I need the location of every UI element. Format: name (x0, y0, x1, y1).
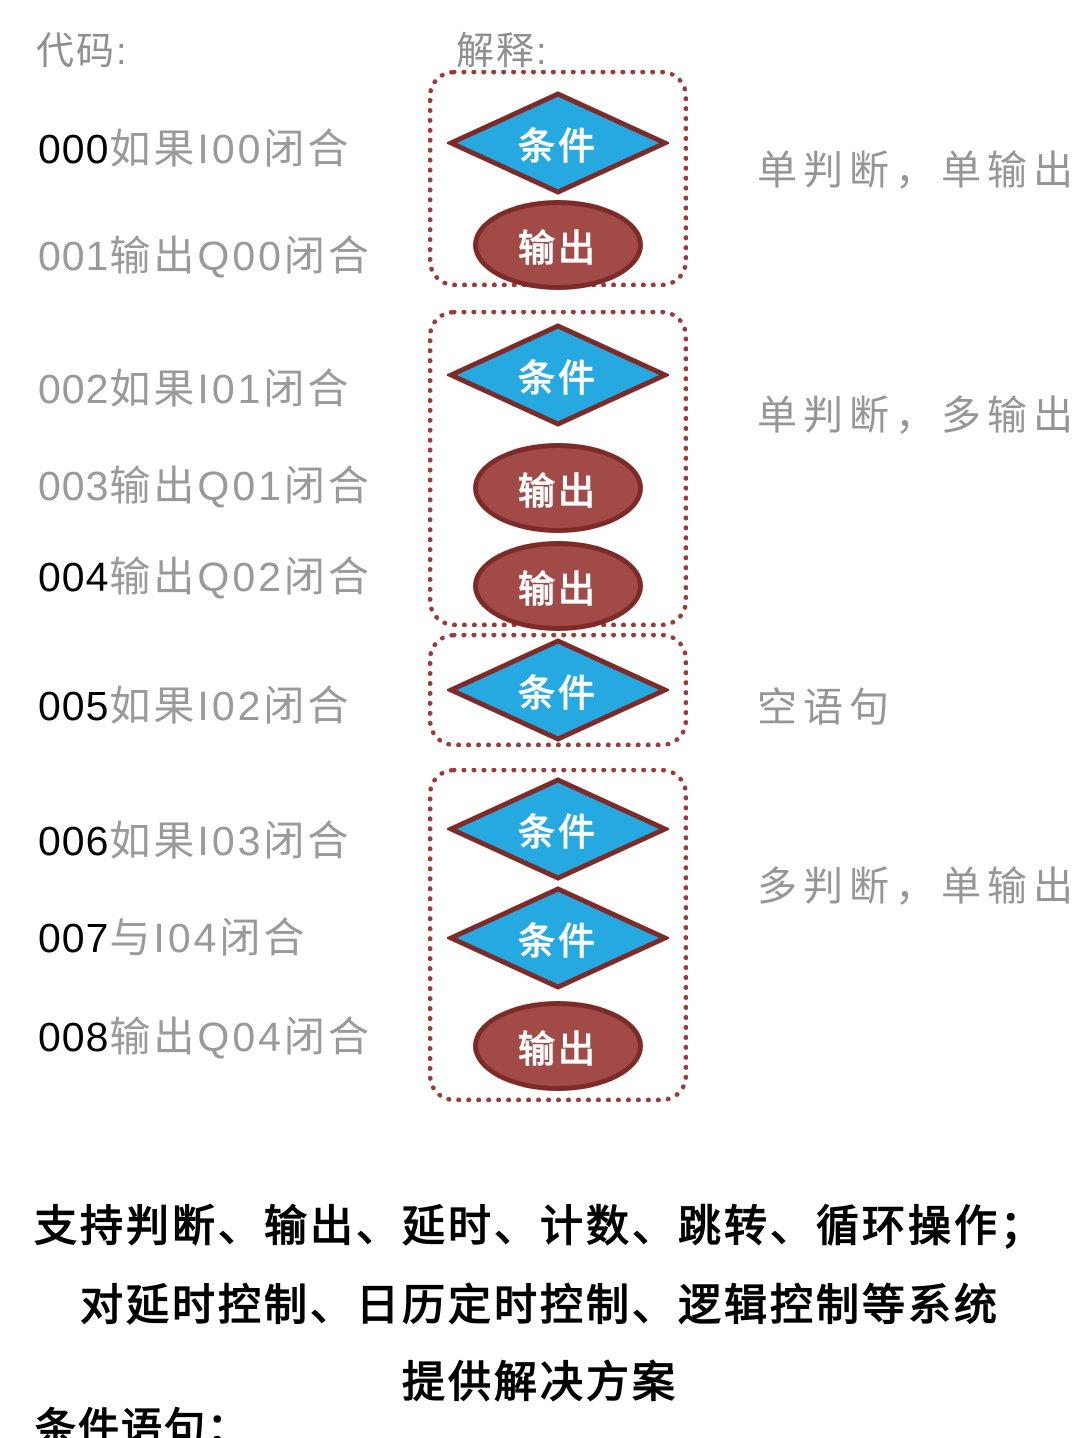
code-line-number: 006 (38, 818, 110, 864)
output-ellipse: 输出 (473, 443, 643, 533)
feature-text-line-2: 对延时控制、日历定时控制、逻辑控制等系统 (80, 1282, 1000, 1330)
code-line-number: 000 (38, 126, 110, 172)
flow-group-1: 条件 输出 (428, 70, 688, 290)
code-line-003: 003输出Q01闭合 (38, 452, 372, 512)
group-label-1: 单判断，单输出 (757, 149, 1079, 193)
output-label: 输出 (518, 569, 598, 610)
output-label: 输出 (518, 471, 598, 512)
condition-diamond: 条件 (447, 323, 669, 427)
output-ellipse: 输出 (473, 200, 643, 290)
code-line-001: 001输出Q00闭合 (38, 222, 372, 282)
code-column-header: 代码: (36, 31, 129, 73)
code-line-000: 000如果I00闭合 (38, 115, 351, 175)
code-line-text: 输出Q04闭合 (109, 1014, 372, 1060)
code-line-number: 008 (38, 1014, 110, 1060)
code-line-number: 004 (38, 554, 110, 600)
code-line-number: 007 (38, 915, 110, 961)
condition-label: 条件 (518, 358, 598, 399)
group-label-4: 多判断，单输出 (757, 865, 1079, 909)
condition-diamond: 条件 (447, 638, 669, 742)
section-heading-condition-statements: 条件语句： (35, 1405, 250, 1438)
code-line-text: 如果I01闭合 (109, 366, 352, 412)
condition-diamond: 条件 (447, 886, 669, 990)
code-line-number: 002 (38, 366, 110, 412)
flow-group-2: 条件 输出 输出 (428, 310, 688, 631)
condition-label: 条件 (518, 921, 598, 962)
condition-label: 条件 (518, 673, 598, 714)
diamond-shape-icon (447, 91, 669, 195)
condition-label: 条件 (518, 812, 598, 853)
code-line-text: 与I04闭合 (109, 915, 308, 961)
group-label-3: 空语句 (757, 686, 895, 730)
feature-text-line-1: 支持判断、输出、延时、计数、跳转、循环操作； (34, 1203, 1046, 1251)
feature-text-line-3: 提供解决方案 (402, 1359, 678, 1407)
diamond-shape-icon (447, 886, 669, 990)
flow-group-4: 条件 条件 输出 (428, 768, 688, 1102)
output-label: 输出 (518, 1029, 598, 1070)
code-line-text: 输出Q01闭合 (109, 463, 372, 509)
condition-diamond: 条件 (447, 91, 669, 195)
code-line-text: 输出Q00闭合 (109, 233, 372, 279)
code-line-number: 003 (38, 463, 110, 509)
code-line-text: 输出Q02闭合 (109, 554, 372, 600)
output-label: 输出 (518, 228, 598, 269)
code-line-006: 006如果I03闭合 (38, 807, 351, 867)
condition-label: 条件 (518, 126, 598, 167)
code-line-number: 005 (38, 683, 110, 729)
diamond-shape-icon (447, 323, 669, 427)
code-line-005: 005如果I02闭合 (38, 672, 351, 732)
output-ellipse: 输出 (473, 1001, 643, 1091)
code-line-008: 008输出Q04闭合 (38, 1003, 372, 1063)
explain-column-header: 解释: (456, 31, 549, 73)
code-line-002: 002如果I01闭合 (38, 355, 351, 415)
code-line-text: 如果I02闭合 (109, 683, 352, 729)
code-line-007: 007与I04闭合 (38, 904, 307, 964)
code-line-004: 004输出Q02闭合 (38, 543, 372, 603)
code-line-text: 如果I00闭合 (109, 126, 352, 172)
code-line-number: 001 (38, 233, 110, 279)
code-line-text: 如果I03闭合 (109, 818, 352, 864)
output-ellipse: 输出 (473, 541, 643, 631)
condition-diamond: 条件 (447, 777, 669, 881)
group-label-2: 单判断，多输出 (757, 394, 1079, 438)
diamond-shape-icon (447, 777, 669, 881)
flow-group-3: 条件 (428, 633, 688, 747)
diamond-shape-icon (447, 638, 669, 742)
